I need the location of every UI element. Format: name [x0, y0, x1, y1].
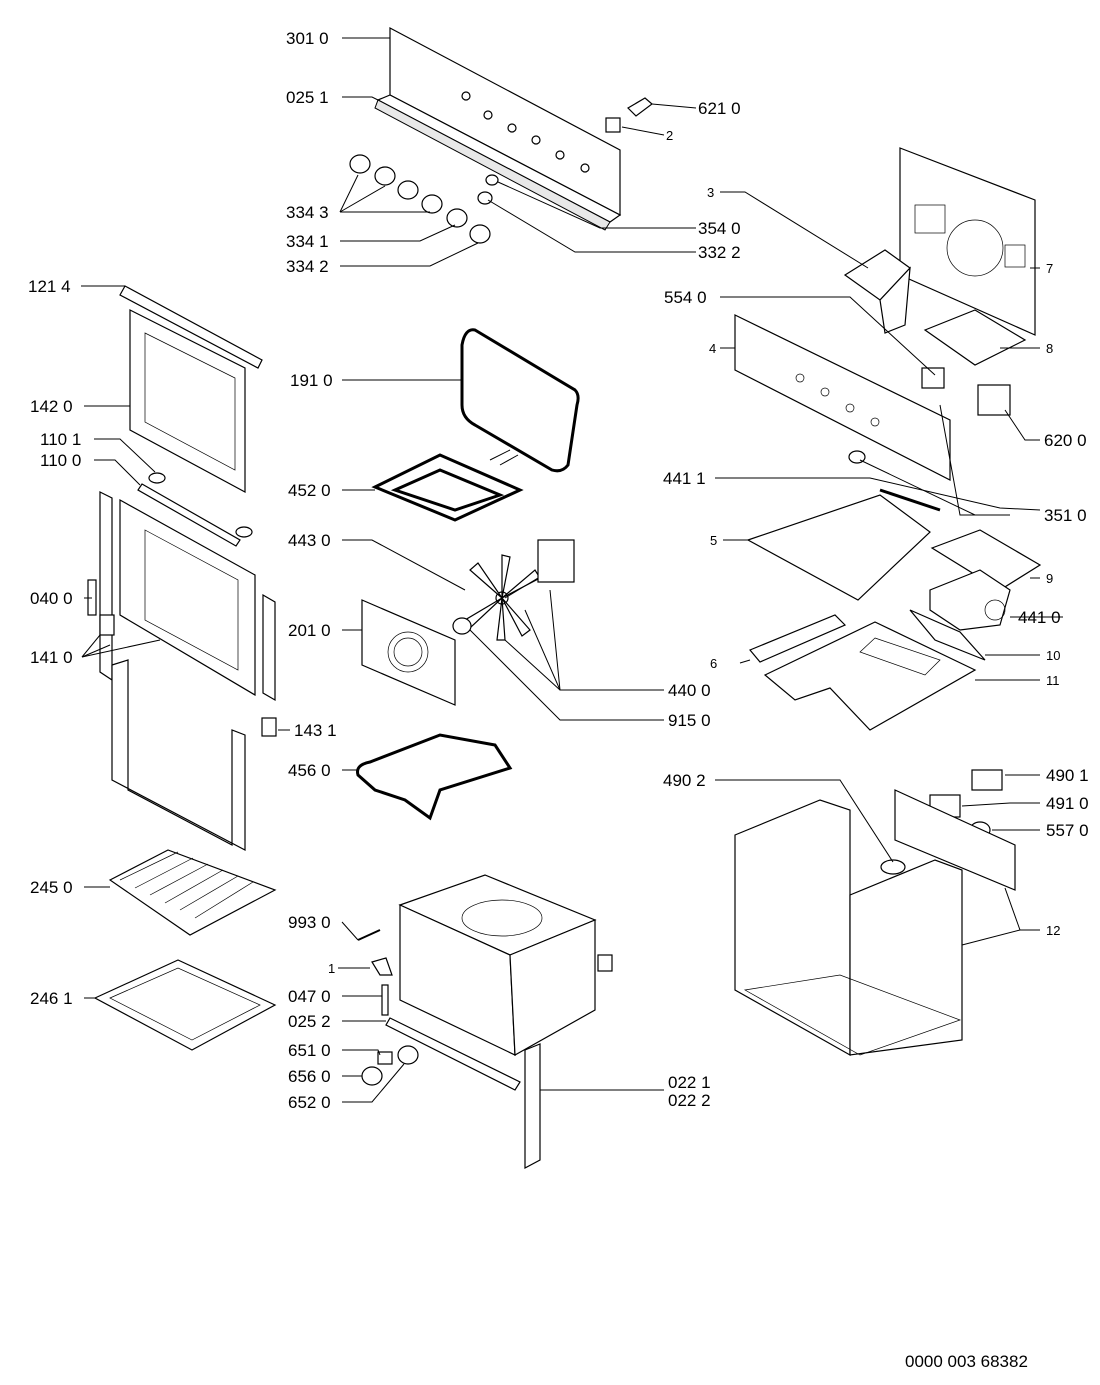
part-outer-glass	[129, 309, 246, 494]
label-6: 6	[710, 656, 717, 671]
part-bracket-10	[909, 609, 986, 661]
part-lamp-651	[361, 1045, 419, 1086]
label-491-0: 491 0	[1046, 794, 1089, 813]
label-8: 8	[1046, 341, 1053, 356]
label-652-0: 652 0	[288, 1093, 331, 1112]
part-lamp-switch	[605, 97, 653, 133]
part-915	[452, 617, 472, 635]
label-022-1: 022 1	[668, 1073, 711, 1092]
leader-lines	[81, 37, 1063, 1103]
label-110-0: 110 0	[40, 451, 81, 470]
part-fan-motor	[504, 539, 575, 599]
part-top-heater	[371, 449, 524, 522]
label-651-0: 651 0	[288, 1041, 331, 1060]
label-9: 9	[1046, 571, 1053, 586]
label-554-0: 554 0	[664, 288, 707, 307]
label-143-1: 143 1	[294, 721, 337, 740]
part-baking-tray	[93, 959, 277, 1051]
part-thermostat-554	[921, 367, 945, 389]
label-490-1: 490 1	[1046, 766, 1089, 785]
label-443-0: 443 0	[288, 531, 331, 550]
part-cover-8	[923, 309, 1027, 366]
label-452-0: 452 0	[288, 481, 331, 500]
part-door-glass-frame	[111, 659, 246, 851]
part-wire-grid	[108, 849, 277, 936]
label-12: 12	[1046, 923, 1060, 938]
part-141-small	[99, 614, 115, 636]
part-047	[381, 984, 389, 1016]
label-191-0: 191 0	[290, 371, 333, 390]
label-334-1: 334 1	[286, 232, 329, 251]
label-1: 1	[328, 961, 335, 976]
part-front-bracket-4	[734, 314, 951, 481]
label-7: 7	[1046, 261, 1053, 276]
part-control-panel	[374, 27, 622, 231]
part-1	[371, 957, 393, 976]
part-module-490	[971, 769, 1003, 791]
label-620-0: 620 0	[1044, 431, 1087, 450]
part-switch-620	[977, 384, 1011, 416]
part-labels: 301 0 025 1 621 0 2 334 3 354 0 334 1 33…	[28, 29, 1089, 1112]
part-rear-panel	[899, 147, 1036, 336]
part-143-clip	[261, 717, 277, 737]
label-047-0: 047 0	[288, 987, 331, 1006]
label-025-1: 025 1	[286, 88, 329, 107]
part-fan-wheel	[464, 554, 541, 641]
label-351-0: 351 0	[1044, 506, 1087, 525]
label-110-1: 110 1	[40, 430, 81, 449]
label-4: 4	[709, 341, 716, 356]
part-strip-025-2	[385, 1017, 521, 1091]
label-490-2: 490 2	[663, 771, 706, 790]
label-334-2: 334 2	[286, 257, 329, 276]
part-door-top-profile	[119, 285, 263, 369]
label-456-0: 456 0	[288, 761, 331, 780]
label-3: 3	[707, 185, 714, 200]
label-141-0: 141 0	[30, 648, 73, 667]
label-201-0: 201 0	[288, 621, 331, 640]
label-022-2: 022 2	[668, 1091, 711, 1110]
label-10: 10	[1046, 648, 1060, 663]
label-2: 2	[666, 128, 673, 143]
part-oven-gasket	[460, 328, 580, 473]
label-025-2: 025 2	[288, 1012, 331, 1031]
part-outer-casing	[734, 799, 963, 1057]
label-5: 5	[710, 533, 717, 548]
document-number: 0000 003 68382	[905, 1352, 1028, 1371]
label-993-0: 993 0	[288, 913, 331, 932]
label-334-3: 334 3	[286, 203, 329, 222]
label-440-0: 440 0	[668, 681, 711, 700]
label-246-1: 246 1	[30, 989, 73, 1008]
part-base-plate	[749, 614, 977, 731]
part-rail-022	[524, 1043, 541, 1169]
label-557-0: 557 0	[1046, 821, 1089, 840]
label-245-0: 245 0	[30, 878, 73, 897]
label-621-0: 621 0	[698, 99, 741, 118]
label-301-0: 301 0	[286, 29, 329, 48]
label-441-0: 441 0	[1018, 608, 1061, 627]
part-oven-cavity	[398, 874, 613, 1056]
part-cover-3	[843, 249, 911, 334]
part-door-handle	[137, 472, 253, 547]
part-bolt-993	[357, 929, 381, 941]
label-354-0: 354 0	[698, 219, 741, 238]
label-332-2: 332 2	[698, 243, 741, 262]
label-656-0: 656 0	[288, 1067, 331, 1086]
part-knobs	[349, 154, 499, 244]
label-441-1: 441 1	[663, 469, 706, 488]
part-motor-441	[929, 569, 1011, 631]
label-121-4: 121 4	[28, 277, 71, 296]
label-11: 11	[1046, 673, 1060, 688]
part-bottom-heater	[356, 733, 513, 821]
label-915-0: 915 0	[668, 711, 711, 730]
label-142-0: 142 0	[30, 397, 73, 416]
part-control-board	[894, 789, 1016, 891]
part-fan-cover	[361, 599, 456, 706]
part-divider-plate	[746, 488, 941, 601]
label-040-0: 040 0	[30, 589, 73, 608]
